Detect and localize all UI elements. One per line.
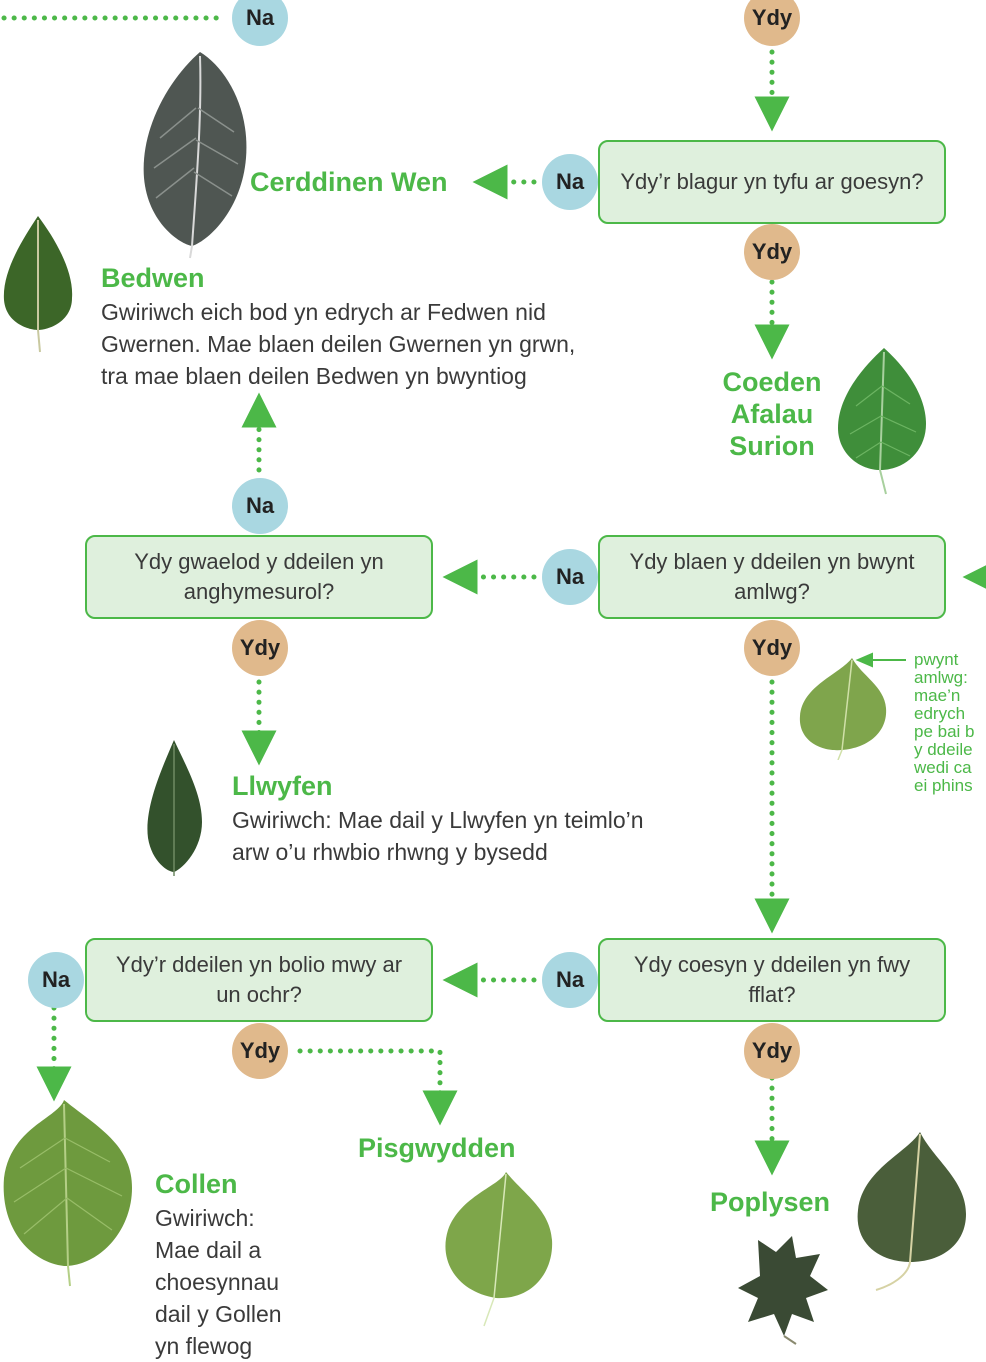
annotation-line2: amlwg: [914, 668, 968, 687]
species-llwyfen: Llwyfen [232, 771, 333, 801]
question-gwaelod-text: Ydy gwaelod y ddeilen yn anghymesurol? [134, 549, 384, 604]
coeden-afalau-leaf-image [838, 348, 926, 495]
question-bolio-text: Ydy’r ddeilen yn bolio mwy ar un ochr? [115, 952, 403, 1007]
species-coeden-afalau-surion: Coeden Afalau Surion [700, 366, 844, 462]
species-collen: Collen [155, 1169, 238, 1199]
collen-description-line2: Mae dail a [155, 1237, 262, 1263]
annotation-line8: ei phins [914, 776, 973, 795]
annotation-line1: pwynt [914, 650, 959, 669]
annotation-line7: wedi ca [914, 758, 972, 777]
answer-ydy-bolio: Ydy [232, 1023, 288, 1079]
bedwen-leaf-image [3, 216, 73, 353]
species-pisgwydden: Pisgwydden [358, 1133, 516, 1163]
annotation-line3: mae’n [914, 686, 961, 705]
bedwen-description-line3: tra mae blaen deilen Bedwen yn bwyntiog [101, 363, 527, 389]
answer-na-blagur: Na [542, 154, 598, 210]
bedwen-description: Gwiriwch eich bod yn edrych ar Fedwen ni… [101, 296, 575, 392]
answer-na-blaen: Na [542, 549, 598, 605]
question-blagur-box: Ydy’r blagur yn tyfu ar goesyn? [598, 140, 946, 224]
cerddinen-leaf-image [143, 52, 247, 259]
answer-na-gwaelod: Na [232, 478, 288, 534]
pointed-tip-leaf-image [799, 658, 887, 760]
answer-na-coesyn: Na [542, 952, 598, 1008]
pisgwydden-leaf-image [445, 1172, 553, 1327]
question-blaen-text: Ydy blaen y ddeilen yn bwynt amlwg? [629, 549, 915, 604]
answer-na-bolio: Na [28, 952, 84, 1008]
bedwen-description-line1: Gwiriwch eich bod yn edrych ar Fedwen ni… [101, 299, 546, 325]
species-coeden-line1: Coeden [722, 367, 822, 397]
answer-ydy-blagur: Ydy [744, 224, 800, 280]
question-blagur-text: Ydy’r blagur yn tyfu ar goesyn? [620, 169, 924, 194]
collen-leaf-image [3, 1100, 133, 1287]
answer-ydy-coesyn: Ydy [744, 1023, 800, 1079]
answer-ydy-gwaelod: Ydy [232, 620, 288, 676]
species-bedwen: Bedwen [101, 263, 205, 293]
answer-ydy-top: Ydy [744, 0, 800, 46]
species-coeden-line3: Surion [729, 431, 815, 461]
species-poplysen: Poplysen [710, 1187, 831, 1217]
pointed-tip-annotation: pwynt amlwg: mae’n edrych pe bai b y dde… [914, 651, 975, 795]
collen-description-line5: yn flewog [155, 1333, 253, 1359]
question-gwaelod-box: Ydy gwaelod y ddeilen yn anghymesurol? [85, 535, 433, 619]
collen-description-line1: Gwiriwch: [155, 1205, 255, 1231]
llwyfen-description-line1: Gwiriwch: Mae dail y Llwyfen yn teimlo’n [232, 807, 644, 833]
poplysen-lobed-leaf-image [738, 1236, 828, 1345]
llwyfen-description: Gwiriwch: Mae dail y Llwyfen yn teimlo’n… [232, 804, 644, 868]
llwyfen-leaf-image [147, 740, 202, 876]
question-coesyn-box: Ydy coesyn y ddeilen yn fwy fflat? [598, 938, 946, 1022]
question-coesyn-text: Ydy coesyn y ddeilen yn fwy fflat? [633, 952, 911, 1007]
question-bolio-box: Ydy’r ddeilen yn bolio mwy ar un ochr? [85, 938, 433, 1022]
collen-description: Gwiriwch: Mae dail a choesynnau dail y G… [155, 1202, 282, 1362]
species-coeden-line2: Afalau [730, 399, 814, 429]
annotation-pointer-head [855, 652, 873, 668]
collen-description-line3: choesynnau [155, 1269, 280, 1295]
connector-ydy-to-pisgwydden [297, 1048, 458, 1126]
answer-na-top: Na [232, 0, 288, 46]
annotation-line4: edrych [914, 704, 966, 723]
collen-description-line4: dail y Gollen [155, 1301, 282, 1327]
answer-ydy-blaen: Ydy [744, 620, 800, 676]
annotation-line6: y ddeile [914, 740, 973, 759]
llwyfen-description-line2: arw o’u rhwbio rhwng y bysedd [232, 839, 548, 865]
poplysen-leaf-image [857, 1132, 966, 1291]
annotation-line5: pe bai b [914, 722, 975, 741]
question-blaen-box: Ydy blaen y ddeilen yn bwynt amlwg? [598, 535, 946, 619]
bedwen-description-line2: Gwernen. Mae blaen deilen Gwernen yn grw… [101, 331, 576, 357]
species-cerddinen-wen: Cerddinen Wen [250, 167, 448, 197]
